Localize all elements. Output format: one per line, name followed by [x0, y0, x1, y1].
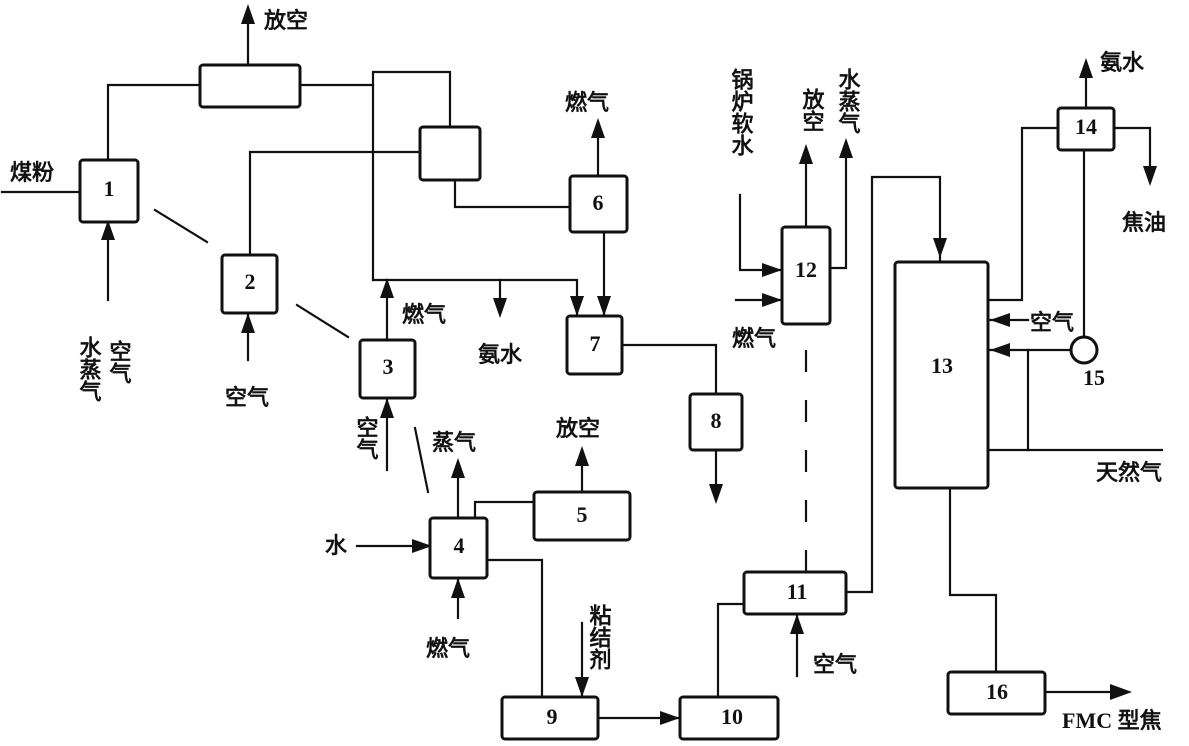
unit-6-label: 6 — [593, 190, 604, 215]
unit-16-label: 16 — [986, 679, 1008, 704]
arrow-air-13 — [990, 313, 1010, 327]
label-vent-5: 放空 — [555, 416, 600, 442]
unit-11-label: 11 — [787, 579, 808, 604]
unit-15-pump — [1069, 335, 1099, 365]
arrow-pump-13 — [990, 343, 1010, 357]
unit-2-label: 2 — [245, 269, 256, 294]
label-vent-12: 放空 — [799, 87, 826, 132]
arrow-steam-4 — [451, 458, 465, 478]
stream-labels: 放空 煤粉 水蒸气 空气 空气 燃气 氨水 空气 燃气 蒸气 放空 水 燃气 粘… — [10, 8, 1166, 733]
unit-10-label: 10 — [721, 704, 743, 729]
unit-14 — [1056, 106, 1116, 152]
arrow-ammonia-14 — [1079, 58, 1093, 78]
unit-10 — [678, 695, 780, 741]
unit-1-label: 1 — [104, 176, 115, 201]
unit-9 — [500, 695, 600, 741]
unit-5 — [532, 490, 632, 542]
unit-6 — [568, 174, 629, 234]
unit-1 — [78, 158, 140, 224]
arrow-gas-4 — [451, 578, 465, 598]
arrow-to-7b — [597, 296, 611, 316]
label-gas-6: 燃气 — [565, 90, 609, 116]
unit-13-label: 13 — [931, 353, 953, 378]
unit-3 — [358, 338, 417, 400]
label-ammonia-water-3: 氨水 — [478, 342, 523, 368]
label-boiler-soft-water: 锅炉软水 — [728, 67, 754, 157]
unit-4-label: 4 — [454, 533, 465, 558]
unit-7 — [565, 314, 624, 376]
unit-4 — [428, 516, 489, 580]
label-air-1: 空气 — [106, 339, 133, 385]
label-air-11: 空气 — [813, 652, 857, 678]
label-natural-gas: 天然气 — [1096, 460, 1162, 486]
arrow-gas-6 — [591, 118, 605, 138]
label-tar: 焦油 — [1121, 210, 1166, 236]
arrow-ammonia-3 — [493, 298, 507, 318]
label-gas-3: 燃气 — [402, 302, 446, 328]
arrow-soft-water — [762, 263, 782, 277]
label-steam-12: 水蒸气 — [835, 68, 862, 135]
arrow-product — [1110, 684, 1132, 700]
label-steam-1: 水蒸气 — [76, 336, 103, 403]
arrow-gas-3 — [380, 278, 394, 298]
label-water-4: 水 — [325, 534, 348, 559]
label-steam-4: 蒸气 — [432, 430, 476, 456]
arrow-vent-12 — [799, 144, 813, 164]
arrow-water-4 — [412, 539, 432, 553]
arrow-tar — [1143, 166, 1157, 186]
arrow-to-7a — [570, 296, 584, 316]
unit-3-label: 3 — [383, 354, 394, 379]
unit-14-label: 14 — [1075, 114, 1097, 139]
label-binder: 粘结剂 — [586, 604, 612, 671]
arrow-air-11 — [790, 614, 804, 634]
upper-cooler — [198, 63, 302, 109]
equipment: 1 2 3 4 5 6 7 8 9 10 11 12 13 14 15 16 — [78, 63, 1116, 741]
arrow-vent-top — [241, 4, 255, 24]
label-gas-4: 燃气 — [426, 636, 470, 662]
arrowheads — [101, 4, 1157, 725]
unit-11 — [742, 570, 848, 616]
label-air-2: 空气 — [225, 385, 269, 411]
label-air-3: 空气 — [353, 415, 380, 461]
unit-8 — [688, 392, 744, 452]
arrow-9-10 — [660, 711, 680, 725]
label-vent-top: 放空 — [263, 8, 308, 34]
unit-12 — [780, 225, 832, 326]
arrow-air-3 — [380, 398, 394, 418]
small-separator — [418, 125, 482, 182]
arrow-gas-12 — [762, 293, 782, 307]
arrow-8-out — [709, 484, 723, 504]
unit-15-label: 15 — [1083, 365, 1105, 390]
unit-13 — [893, 260, 990, 490]
unit-7-label: 7 — [590, 331, 601, 356]
unit-9-label: 9 — [547, 704, 558, 729]
unit-5-label: 5 — [577, 502, 588, 527]
label-product: FMC 型焦 — [1062, 708, 1162, 733]
label-gas-12: 燃气 — [732, 326, 776, 352]
unit-2 — [220, 253, 279, 315]
unit-16 — [946, 670, 1047, 716]
unit-8-label: 8 — [711, 408, 722, 433]
arrow-steam-12 — [839, 138, 853, 158]
label-air-13: 空气 — [1030, 310, 1074, 336]
arrow-to-13 — [933, 238, 947, 258]
arrow-air-1 — [101, 220, 115, 240]
unit-12-label: 12 — [795, 257, 817, 282]
label-coal-powder: 煤粉 — [10, 160, 54, 186]
arrow-vent-5 — [575, 446, 589, 466]
arrow-air-2 — [241, 313, 255, 333]
label-ammonia-water-14: 氨水 — [1100, 50, 1145, 76]
arrow-binder — [575, 677, 589, 697]
